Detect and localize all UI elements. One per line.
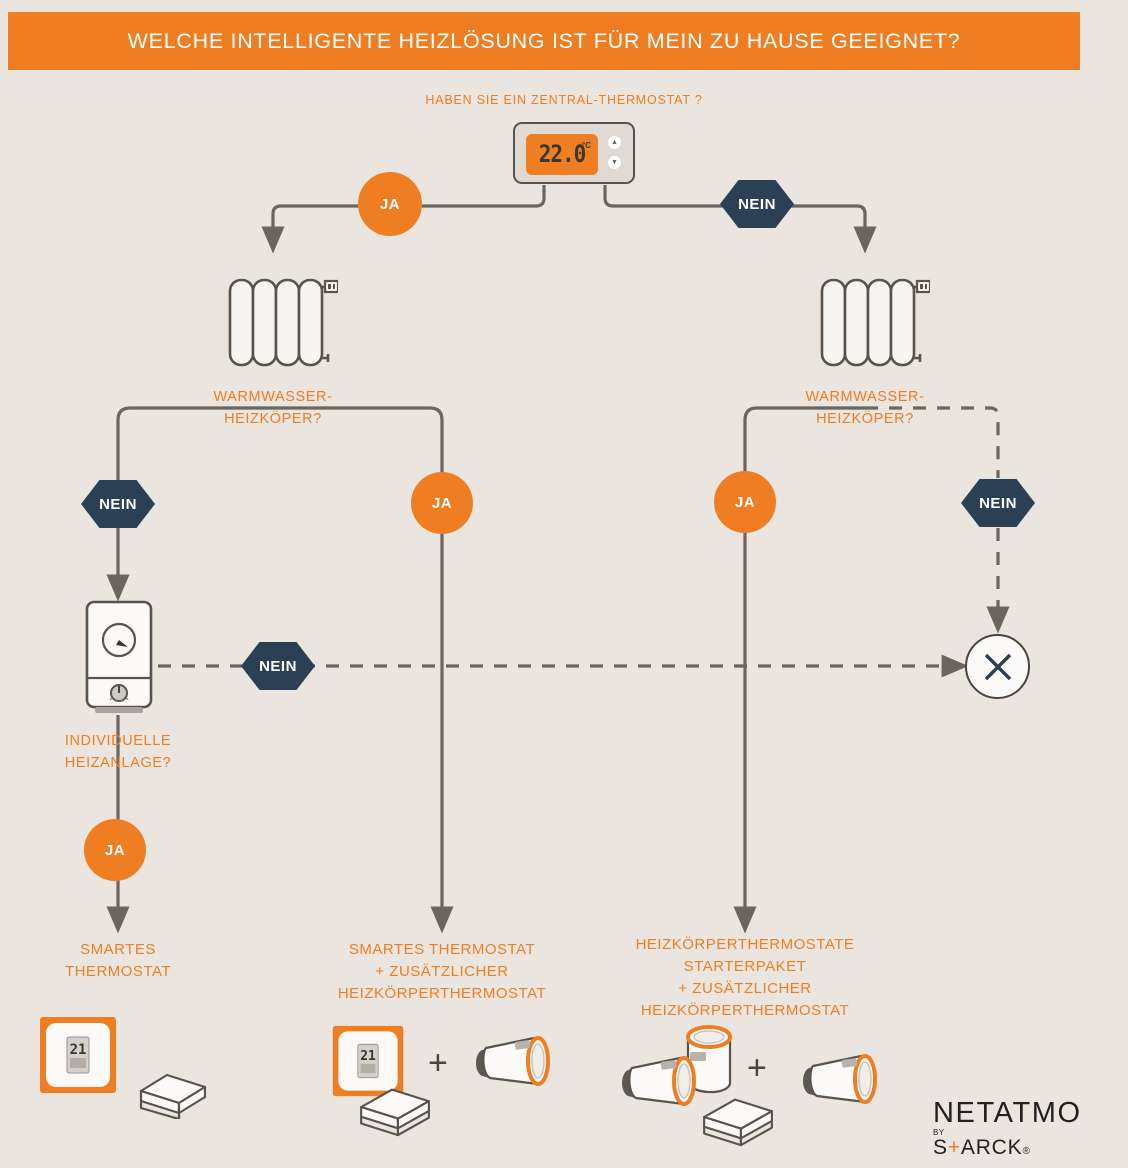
left-radiator-question-line1: WARMWASSER-	[213, 389, 333, 405]
thermostat-product-icon-middle: 21	[332, 1025, 404, 1097]
thermostat-product-icon-left: 21	[40, 1017, 116, 1093]
thermostat-unit: °C	[582, 141, 591, 150]
product-group-right: +	[612, 1018, 902, 1148]
badge-root-no[interactable]: NEIN	[720, 180, 794, 228]
boiler-question-line1: INDIVIDUELLE	[64, 733, 172, 749]
result-middle-label: SMARTES THERMOSTAT + ZUSÄTZLICHER HEIZKÖ…	[292, 939, 592, 1005]
result-middle-line2: + ZUSÄTZLICHER	[375, 963, 509, 980]
result-right-line2: STARTERPAKET	[683, 958, 807, 975]
logo-designer-post: ARCK	[960, 1136, 1023, 1159]
product-group-middle: 21 +	[325, 1018, 585, 1148]
result-right-line1: HEIZKÖRPERTHERMOSTATE	[635, 936, 855, 953]
boiler-question-label: INDIVIDUELLE HEIZANLAGE?	[0, 730, 236, 774]
page-title: WELCHE INTELLIGENTE HEIZLÖSUNG IST FÜR M…	[127, 28, 961, 53]
radiator-valve-icon-middle	[476, 1036, 550, 1086]
boiler-question-line2: HEIZANLAGE?	[64, 755, 172, 771]
radiator-valve-icon-right-b	[803, 1054, 877, 1104]
badge-root-yes[interactable]: JA	[358, 172, 422, 236]
plus-sign-right: +	[747, 1049, 767, 1087]
logo-designer-text: S + ARCK ®	[933, 1137, 1123, 1163]
no-solution-marker	[965, 634, 1030, 699]
x-icon	[984, 653, 1011, 680]
badge-left-radiator-no[interactable]: NEIN	[81, 480, 155, 528]
boiler-glyph	[85, 600, 153, 713]
logo-designer-pre: S	[933, 1136, 948, 1159]
result-middle-line3: HEIZKÖRPERTHERMOSTAT	[337, 985, 547, 1002]
svg-text:21: 21	[70, 1042, 87, 1058]
central-thermostat-icon: 22.0 °C ▲ ▼	[513, 122, 635, 184]
relay-box-icon-left	[139, 1073, 207, 1119]
product-group-left: 21	[30, 1005, 240, 1135]
result-left-line2: THERMOSTAT	[64, 963, 172, 980]
boiler-icon	[83, 600, 155, 715]
netatmo-logo: NETATMO BY S + ARCK ®	[933, 1098, 1123, 1160]
radiator-glyph-right	[820, 278, 932, 367]
radiator-valve-icon-right-a	[622, 1056, 696, 1106]
plus-sign-middle: +	[428, 1044, 448, 1082]
logo-brand-text: NETATMO	[933, 1097, 1082, 1129]
left-radiator-question-line2: HEIZKÖPER?	[224, 411, 322, 427]
logo-registered-mark: ®	[1022, 1146, 1031, 1157]
radiator-icon-right	[800, 275, 932, 375]
result-right-line4: HEIZKÖRPERTHERMOSTAT	[640, 1002, 850, 1019]
radiator-icon-left	[208, 275, 340, 375]
radiator-valve-icon-right-upright	[686, 1025, 732, 1094]
result-right-line3: + ZUSÄTZLICHER	[678, 980, 812, 997]
badge-right-radiator-yes[interactable]: JA	[714, 471, 776, 533]
result-left-line1: SMARTES	[80, 941, 156, 958]
right-radiator-question-line1: WARMWASSER-	[805, 389, 925, 405]
result-middle-line1: SMARTES THERMOSTAT	[348, 941, 536, 958]
header-banner: WELCHE INTELLIGENTE HEIZLÖSUNG IST FÜR M…	[8, 12, 1080, 70]
badge-right-radiator-no[interactable]: NEIN	[961, 479, 1035, 527]
badge-boiler-yes[interactable]: JA	[84, 819, 146, 881]
thermostat-screen: 22.0 °C	[526, 134, 598, 175]
relay-box-icon-right	[703, 1098, 773, 1147]
thermostat-temperature: 22.0	[538, 140, 587, 168]
right-radiator-question-line2: HEIZKÖPER?	[816, 411, 914, 427]
result-right-label: HEIZKÖRPERTHERMOSTATE STARTERPAKET + ZUS…	[595, 934, 895, 1022]
radiator-glyph-left	[228, 278, 340, 367]
badge-boiler-no[interactable]: NEIN	[241, 642, 315, 690]
svg-text:21: 21	[360, 1049, 376, 1064]
thermostat-up-button[interactable]: ▲	[608, 136, 621, 149]
badge-left-radiator-yes[interactable]: JA	[411, 472, 473, 534]
thermostat-down-button[interactable]: ▼	[608, 156, 621, 169]
root-question-label: HABEN SIE EIN ZENTRAL-THERMOSTAT ?	[425, 93, 703, 107]
logo-designer-plus: +	[947, 1136, 961, 1159]
relay-box-icon-middle	[360, 1088, 430, 1137]
result-left-label: SMARTES THERMOSTAT	[0, 939, 236, 983]
logo-by-text: BY	[933, 1128, 945, 1137]
left-radiator-question-label: WARMWASSER- HEIZKÖPER?	[93, 386, 453, 430]
right-radiator-question-label: WARMWASSER- HEIZKÖPER?	[685, 386, 1045, 430]
